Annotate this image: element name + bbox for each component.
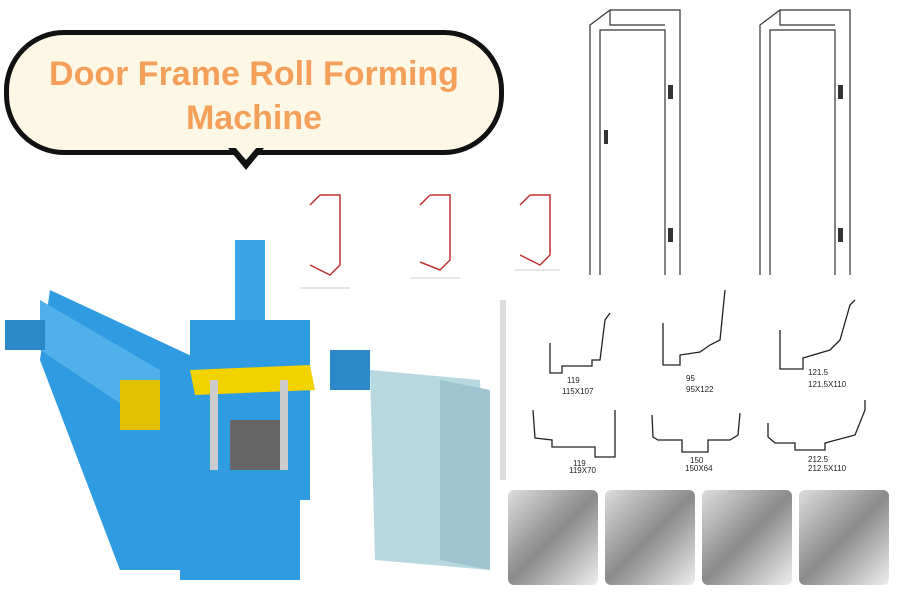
- profile-label: 95X122: [686, 385, 714, 394]
- dimension: 95: [686, 374, 695, 383]
- profile-sketches: [300, 194, 560, 289]
- profile-label: 212.5X110: [808, 464, 847, 473]
- product-photo: [799, 490, 889, 585]
- profile-label: 119X70: [569, 466, 596, 475]
- bubble-tail-fill: [234, 146, 258, 160]
- title-line-1: Door Frame Roll Forming: [49, 55, 459, 93]
- product-photo: [605, 490, 695, 585]
- title-line-2: Machine: [185, 99, 323, 137]
- dimension: 212.5: [808, 455, 829, 464]
- roll-forming-machine-image: [5, 240, 490, 580]
- profile-label: 115X107: [562, 387, 594, 396]
- product-photo: [508, 490, 598, 585]
- profile-label: 121.5X110: [808, 380, 847, 389]
- dimension: 150: [690, 456, 704, 465]
- product-photo: [702, 490, 792, 585]
- profile-drawings: [500, 290, 866, 480]
- dimension: 121.5: [808, 368, 829, 377]
- door-frame-drawings: [589, 9, 851, 275]
- dimension: 119: [567, 376, 580, 385]
- dimension: 119: [573, 459, 586, 468]
- profile-label: 150X64: [685, 464, 713, 473]
